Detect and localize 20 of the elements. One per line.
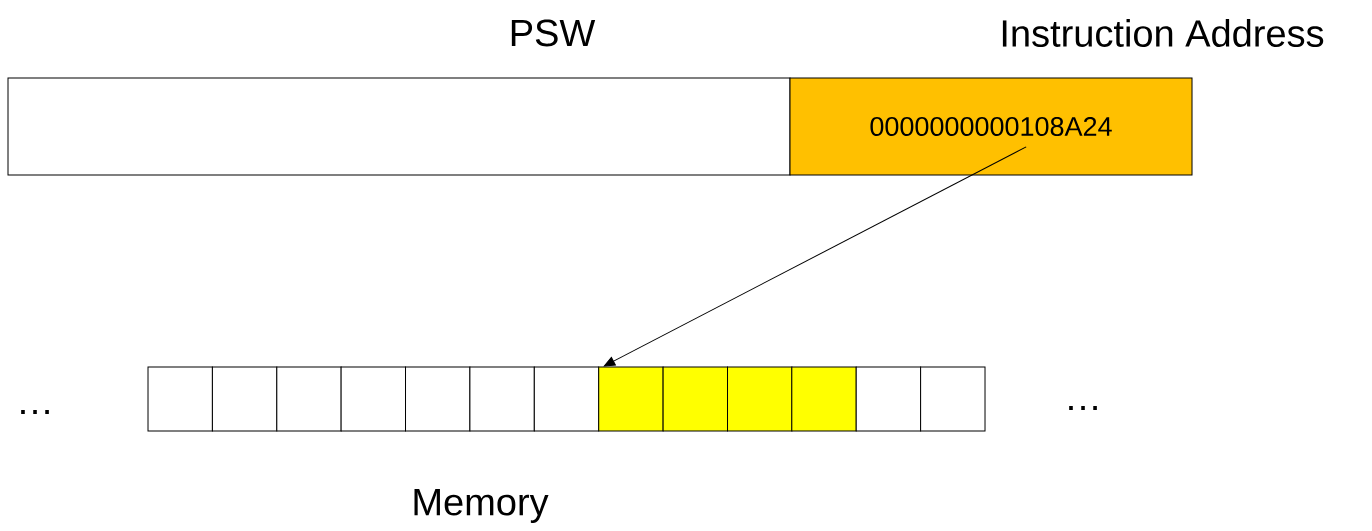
memory-cell bbox=[405, 366, 471, 432]
memory-cell bbox=[662, 366, 728, 432]
memory-cell bbox=[855, 366, 922, 432]
memory-cell bbox=[598, 366, 664, 432]
memory-cell bbox=[533, 366, 600, 432]
ellipsis: … bbox=[21, 409, 49, 415]
memory-cell bbox=[147, 366, 213, 432]
memory-label: Memory bbox=[414, 489, 549, 523]
memory-cell bbox=[727, 366, 793, 432]
memory-cell bbox=[791, 366, 857, 432]
memory-cell bbox=[276, 366, 342, 432]
register-box: 0000000000108A24 bbox=[789, 77, 1193, 176]
memory-cell bbox=[211, 366, 278, 432]
memory-cell bbox=[340, 366, 406, 432]
memory-cell bbox=[920, 366, 986, 432]
ellipsis: … bbox=[1069, 405, 1097, 411]
arrow bbox=[603, 146, 1027, 367]
heading: PSW bbox=[511, 19, 596, 47]
heading: Instruction Address bbox=[1002, 19, 1324, 47]
memory-cell bbox=[469, 366, 535, 432]
